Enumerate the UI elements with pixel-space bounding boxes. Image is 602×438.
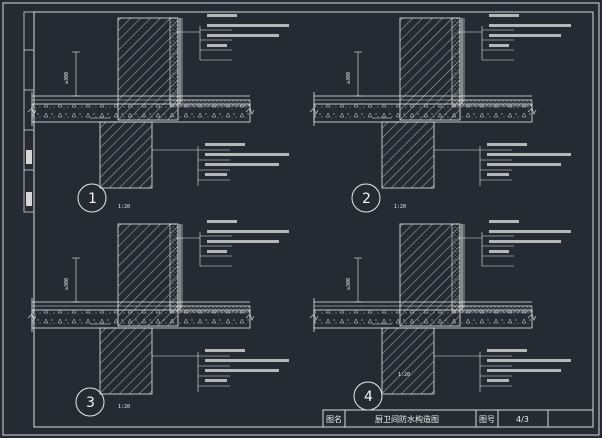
dimension-label: ≥300 [346,278,352,290]
detail-1: 1 1:20 ≥300 [27,13,290,213]
dimension-label: ≥300 [64,278,70,290]
detail-scale: 1:20 [118,404,130,410]
detail-number: 3 [86,395,95,411]
dimension-label: ≥300 [64,72,70,84]
detail-scale: 1:20 [394,204,406,210]
drawing-title: 厨卫间防水构造图 [375,414,439,424]
title-block: 图名 厨卫间防水构造图 图号 4/3 [322,409,594,428]
detail-number-circle [75,387,105,417]
detail-number: 1 [88,191,97,207]
sheet-number: 4/3 [516,415,529,424]
detail-number: 2 [362,191,371,207]
detail-3: 3 1:20 ≥300 [27,219,290,417]
title-name-label: 图名 [326,414,342,424]
detail-4: 4 1:20 ≥300 [309,219,572,411]
inner-frame [33,11,594,428]
sheet-number-label: 图号 [479,415,495,424]
detail-2: 2 1:20 ≥300 [309,13,572,213]
detail-number-circle [351,183,381,213]
detail-scale: 1:20 [118,204,130,210]
detail-number: 4 [364,389,373,405]
detail-number-circle [77,183,107,213]
dimension-label: ≥300 [346,72,352,84]
detail-scale: 1:20 [398,372,410,378]
